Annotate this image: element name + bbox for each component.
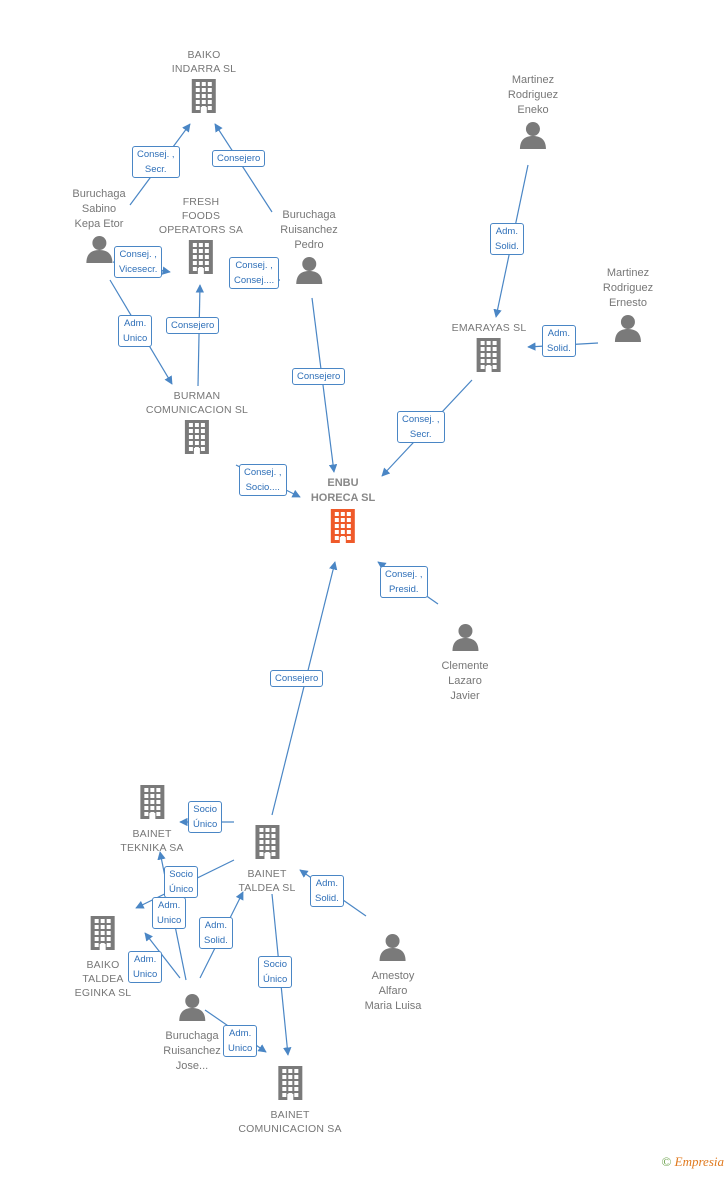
node-buruchaga-jose[interactable]: Buruchaga Ruisanchez Jose... <box>163 990 221 1074</box>
edge-label-emarayas-to-enbu[interactable]: Consej. , Secr. <box>397 411 445 443</box>
edge-label-buruchaga_kepa-to-baiko_indarra[interactable]: Consej. , Secr. <box>132 146 180 178</box>
building-icon[interactable] <box>311 509 375 548</box>
node-label[interactable]: Buruchaga Ruisanchez Jose... <box>163 1030 221 1072</box>
edge-label-bainet_taldea-to-bainet_comunicacion[interactable]: Socio Único <box>258 956 293 988</box>
person-icon[interactable] <box>365 933 422 966</box>
edge-buruchaga_pedro-to-baiko_indarra <box>214 123 273 213</box>
edge-label-amestoy-to-bainet_taldea[interactable]: Adm. Solid. <box>310 875 344 907</box>
copyright-symbol: © <box>661 1154 672 1169</box>
node-martinez-eneko[interactable]: Martinez Rodriguez Eneko <box>508 73 558 157</box>
node-label[interactable]: BAINET TALDEA SL <box>238 868 296 894</box>
node-label[interactable]: ENBU HORECA SL <box>310 477 376 504</box>
node-label[interactable]: BAIKO TALDEA EGINKA SL <box>74 959 132 999</box>
node-label[interactable]: Buruchaga Sabino Kepa Etor <box>72 188 126 230</box>
building-icon[interactable] <box>238 1066 341 1105</box>
edge-label-bainet_taldea-to-enbu[interactable]: Consejero <box>270 670 324 687</box>
person-icon[interactable] <box>441 623 488 656</box>
edge-label-bainet_taldea-to-baiko_taldea[interactable]: Socio Único <box>164 866 199 898</box>
person-icon[interactable] <box>163 993 220 1026</box>
node-label[interactable]: Martinez Rodriguez Ernesto <box>602 267 654 309</box>
edge-label-burman-to-fresh_foods[interactable]: Consejero <box>166 317 220 334</box>
building-icon[interactable] <box>120 785 183 824</box>
node-amestoy[interactable]: Amestoy Alfaro Maria Luisa <box>364 930 422 1014</box>
edge-label-buruchaga_jose-to-bainet_taldea[interactable]: Adm. Solid. <box>199 917 233 949</box>
node-clemente[interactable]: Clemente Lazaro Javier <box>441 620 489 704</box>
node-bainet-comunicacion[interactable]: BAINET COMUNICACION SA <box>238 1063 341 1136</box>
node-baiko-indarra[interactable]: BAIKO INDARRA SL <box>172 48 236 121</box>
edge-label-bainet_taldea-to-bainet_teknika[interactable]: Socio Único <box>188 801 223 833</box>
node-label[interactable]: BAIKO INDARRA SL <box>171 49 237 75</box>
edge-label-buruchaga_pedro-to-baiko_indarra[interactable]: Consejero <box>212 150 266 167</box>
edge-label-buruchaga_jose-to-bainet_teknika[interactable]: Adm. Unico <box>152 897 187 929</box>
edge-label-buruchaga_pedro-to-enbu[interactable]: Consejero <box>292 368 346 385</box>
edge-label-buruchaga_pedro-to-fresh_foods[interactable]: Consej. , Consej.... <box>229 257 280 289</box>
edge-burman-to-fresh_foods <box>195 284 205 387</box>
building-icon[interactable] <box>452 338 527 377</box>
node-burman[interactable]: BURMAN COMUNICACION SL <box>146 389 248 462</box>
person-icon[interactable] <box>72 235 125 268</box>
edge-bainet_taldea-to-enbu <box>271 561 338 816</box>
node-label[interactable]: Clemente Lazaro Javier <box>441 660 489 702</box>
person-icon[interactable] <box>280 256 337 289</box>
edge-label-buruchaga_kepa-to-fresh_foods[interactable]: Consej. , Vicesecr. <box>114 246 163 278</box>
edge-label-martinez_eneko-to-emarayas[interactable]: Adm. Solid. <box>490 223 524 255</box>
person-icon[interactable] <box>603 314 653 347</box>
footer-brand: © Empresia <box>662 1154 725 1170</box>
building-icon[interactable] <box>146 420 248 459</box>
node-fresh-foods[interactable]: FRESH FOODS OPERATORS SA <box>159 195 243 282</box>
edge-buruchaga_jose-to-baiko_taldea <box>144 932 181 979</box>
node-label[interactable]: BURMAN COMUNICACION SL <box>145 390 249 416</box>
edge-label-martinez_ernesto-to-emarayas[interactable]: Adm. Solid. <box>542 325 576 357</box>
node-buruchaga-pedro[interactable]: Buruchaga Ruisanchez Pedro <box>280 208 338 292</box>
building-icon[interactable] <box>159 240 243 279</box>
edge-label-buruchaga_jose-to-baiko_taldea[interactable]: Adm. Unico <box>128 951 163 983</box>
node-label[interactable]: Amestoy Alfaro Maria Luisa <box>364 970 422 1012</box>
building-icon[interactable] <box>238 825 295 864</box>
node-martinez-ernesto[interactable]: Martinez Rodriguez Ernesto <box>603 266 653 350</box>
edge-buruchaga_pedro-to-enbu <box>311 297 338 473</box>
node-enbu[interactable]: ENBU HORECA SL <box>311 476 375 551</box>
edge-label-clemente-to-enbu[interactable]: Consej. , Presid. <box>380 566 428 598</box>
node-bainet-teknika[interactable]: BAINET TEKNIKA SA <box>120 782 183 855</box>
node-label[interactable]: FRESH FOODS OPERATORS SA <box>158 196 244 236</box>
node-label[interactable]: Martinez Rodriguez Eneko <box>507 74 559 116</box>
node-label[interactable]: BAINET COMUNICACION SA <box>238 1109 342 1135</box>
person-icon[interactable] <box>508 121 558 154</box>
node-label[interactable]: EMARAYAS SL <box>451 322 527 334</box>
brand-name: Empresia <box>674 1154 724 1169</box>
building-icon[interactable] <box>75 916 132 955</box>
node-bainet-taldea[interactable]: BAINET TALDEA SL <box>238 822 295 895</box>
node-emarayas[interactable]: EMARAYAS SL <box>452 321 527 380</box>
edge-label-burman-to-enbu[interactable]: Consej. , Socio.... <box>239 464 287 496</box>
node-baiko-taldea[interactable]: BAIKO TALDEA EGINKA SL <box>75 913 132 1000</box>
edge-label-buruchaga_kepa-to-burman[interactable]: Adm. Unico <box>118 315 153 347</box>
edge-label-buruchaga_jose-to-bainet_comunicacion[interactable]: Adm. Unico <box>223 1025 258 1057</box>
node-buruchaga-kepa[interactable]: Buruchaga Sabino Kepa Etor <box>72 187 126 271</box>
node-label[interactable]: Buruchaga Ruisanchez Pedro <box>280 209 338 251</box>
node-label[interactable]: BAINET TEKNIKA SA <box>120 828 184 854</box>
building-icon[interactable] <box>172 79 236 118</box>
